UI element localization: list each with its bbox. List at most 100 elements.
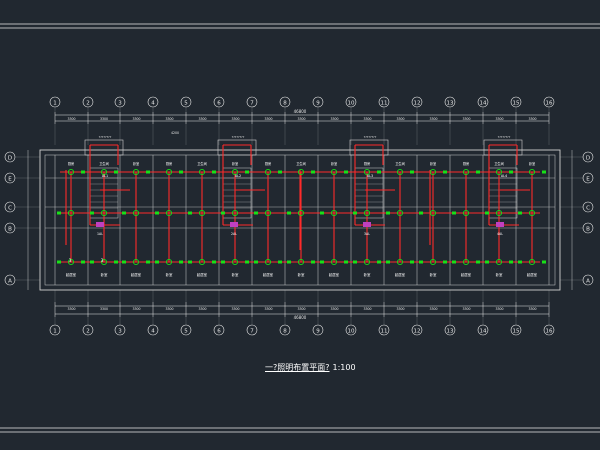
drawing-frame [0,23,600,433]
dim-bay-bottom: 3300 [100,307,108,311]
axis-label-top: 12 [414,101,421,107]
dim-bay-top: 3300 [132,117,140,121]
axis-label-top: 14 [480,101,487,107]
room-label-bottom: 卧室 [166,272,173,277]
building-outline [39,149,561,291]
switch-symbol [344,170,348,174]
light-fixture [100,168,108,176]
light-fixture [396,209,404,217]
light-fixture [198,168,206,176]
switch-symbol [254,211,258,215]
axis-label-bottom: 13 [447,329,454,335]
axis-label-top: 16 [546,101,553,107]
light-fixture [462,209,470,217]
switch-symbol [122,211,126,215]
axis-grid: 1122334455667788991010111112121313141415… [4,96,594,336]
dim-bay-top: 3300 [297,117,305,121]
dim-bay-bottom: 3300 [132,307,140,311]
light-fixture [495,209,503,217]
switch-symbol [221,211,225,215]
dim-bay-bottom: 3300 [495,307,503,311]
switch-symbol [287,211,291,215]
light-fixture [363,258,371,266]
switch-symbol [212,170,216,174]
light-fixture [67,209,75,217]
dim-bay-top: 3300 [528,117,536,121]
switch-symbol [443,170,447,174]
stair-label: ???????? [364,135,377,139]
switch-symbol [146,170,150,174]
switch-symbol [188,260,192,264]
axis-label-left: D [8,156,12,162]
light-fixture [429,258,437,266]
room-label-bottom: 起居室 [395,272,406,277]
room-label-bottom: 起居室 [197,272,208,277]
switch-symbol [81,170,85,174]
axis-label-bottom: 12 [414,329,421,335]
distribution-panel [230,222,238,227]
light-fixture [462,168,470,176]
switch-symbol [114,260,118,264]
switch-symbol [188,211,192,215]
light-fixture [462,258,470,266]
light-fixture [297,258,305,266]
axis-label-bottom: 5 [184,329,188,335]
switch-symbol [90,260,94,264]
light-fixture [429,209,437,217]
switch-symbol [155,211,159,215]
light-fixture [100,258,108,266]
axis-label-bottom: 14 [480,329,487,335]
room-label-top: 厨房 [68,161,74,166]
axis-label-bottom: 3 [118,329,122,335]
room-label-top: 卧室 [430,161,436,166]
dim-bay-bottom: 3300 [363,307,371,311]
drawing-title: 一?照明布置平面?1:100 [265,362,356,373]
room-label-bottom: 卧室 [364,272,371,277]
light-fixture [165,168,173,176]
switch-symbol [245,170,249,174]
switch-symbol [122,260,126,264]
room-label-top: 厨房 [166,161,172,166]
switch-symbol [311,260,315,264]
dim-bay-top: 3300 [100,117,108,121]
switch-symbol [245,260,249,264]
light-fixture [495,258,503,266]
axis-label-right: B [586,227,590,233]
dim-bay-bottom: 3300 [528,307,536,311]
axis-label-top: 8 [283,101,287,107]
dim-bay-bottom: 3300 [264,307,272,311]
switch-symbol [221,260,225,264]
dim-bay-bottom: 3300 [297,307,305,311]
switch-symbol [81,260,85,264]
axis-label-top: 11 [381,101,388,107]
stair-label: ???????? [99,135,112,139]
light-fixture [363,209,371,217]
switch-symbol [311,170,315,174]
switch-symbol [419,260,423,264]
panel-tag: 4AL [497,232,503,236]
room-label-top: 卧室 [133,161,139,166]
dim-bay-top: 3300 [165,117,173,121]
room-label-bottom: 卧室 [430,272,437,277]
switch-symbol [518,211,522,215]
switch-symbol [452,211,456,215]
dim-bay-bottom: 3300 [462,307,470,311]
room-label-bottom: 卧室 [101,272,108,277]
axis-label-bottom: 15 [513,329,520,335]
room-label-bottom: 起居室 [66,272,77,277]
dim-bay-top: 3300 [462,117,470,121]
panel-tag: 2AL [231,232,237,236]
dim-bay-top: 3300 [264,117,272,121]
switch-symbol [287,260,291,264]
stair-projection [349,139,389,156]
light-fixture [100,209,108,217]
distribution-panel [496,222,504,227]
switch-symbol [410,260,414,264]
room-number: 3 [69,258,72,264]
light-fixture [396,258,404,266]
room-label-top: 卫生间 [197,161,207,166]
axis-label-top: 1 [53,101,57,107]
